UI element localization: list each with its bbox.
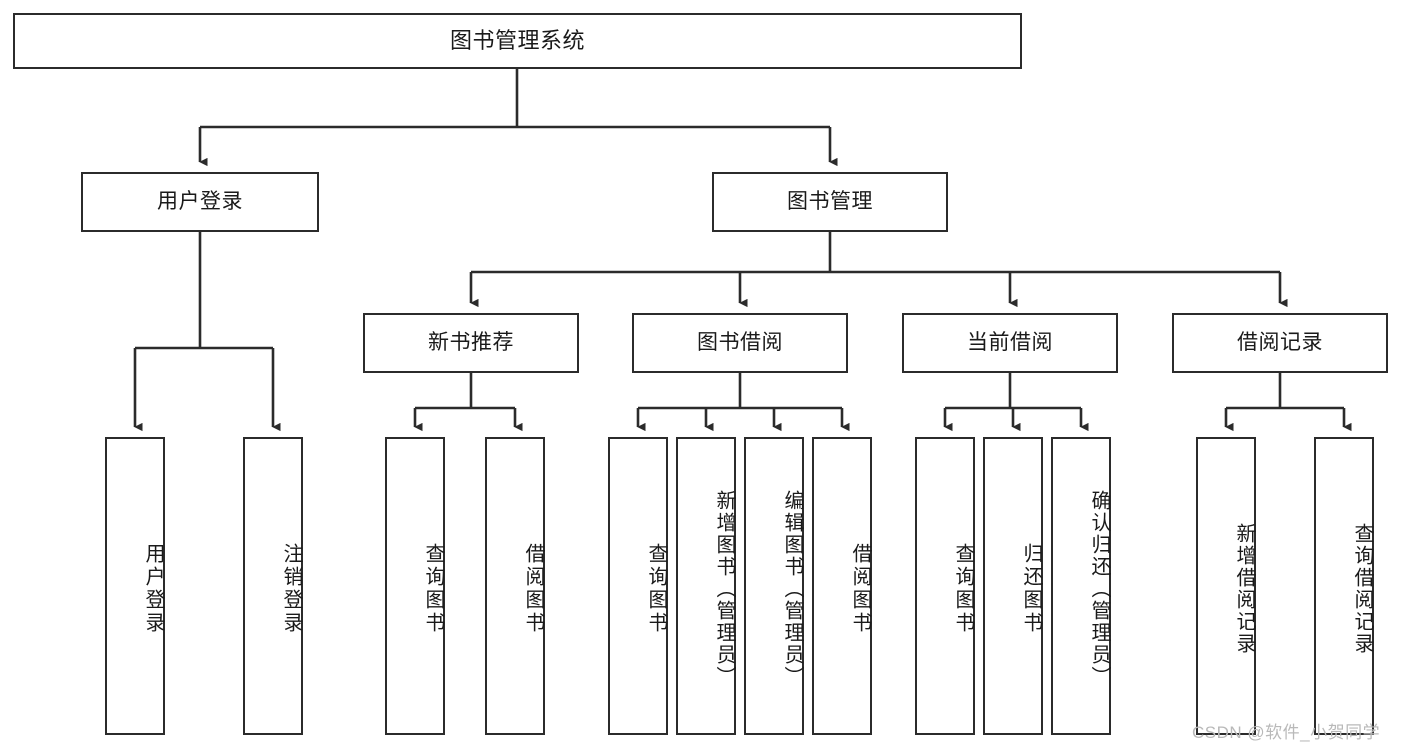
leaf-add-book-admin[interactable]: 新增图书（管理员） (676, 437, 736, 735)
leaf-borrow-books[interactable]: 借阅图书 (812, 437, 872, 735)
leaf-confirm-return-admin[interactable]: 确认归还（管理员） (1051, 437, 1111, 735)
node-new-book-recommendation[interactable]: 新书推荐 (363, 313, 579, 373)
leaf-borrow-books-new[interactable]: 借阅图书 (485, 437, 545, 735)
leaf-add-borrow-record[interactable]: 新增借阅记录 (1196, 437, 1256, 735)
leaf-return-books[interactable]: 归还图书 (983, 437, 1043, 735)
leaf-query-borrow-record[interactable]: 查询借阅记录 (1314, 437, 1374, 735)
node-root-system[interactable]: 图书管理系统 (13, 13, 1022, 69)
node-borrowing-records[interactable]: 借阅记录 (1172, 313, 1388, 373)
leaf-user-login[interactable]: 用户登录 (105, 437, 165, 735)
leaf-edit-book-admin[interactable]: 编辑图书（管理员） (744, 437, 804, 735)
node-current-borrowing[interactable]: 当前借阅 (902, 313, 1118, 373)
node-user-login[interactable]: 用户登录 (81, 172, 319, 232)
leaf-query-books[interactable]: 查询图书 (608, 437, 668, 735)
leaf-logout[interactable]: 注销登录 (243, 437, 303, 735)
leaf-query-books-current[interactable]: 查询图书 (915, 437, 975, 735)
node-book-management[interactable]: 图书管理 (712, 172, 948, 232)
node-book-borrowing[interactable]: 图书借阅 (632, 313, 848, 373)
leaf-query-books-new[interactable]: 查询图书 (385, 437, 445, 735)
